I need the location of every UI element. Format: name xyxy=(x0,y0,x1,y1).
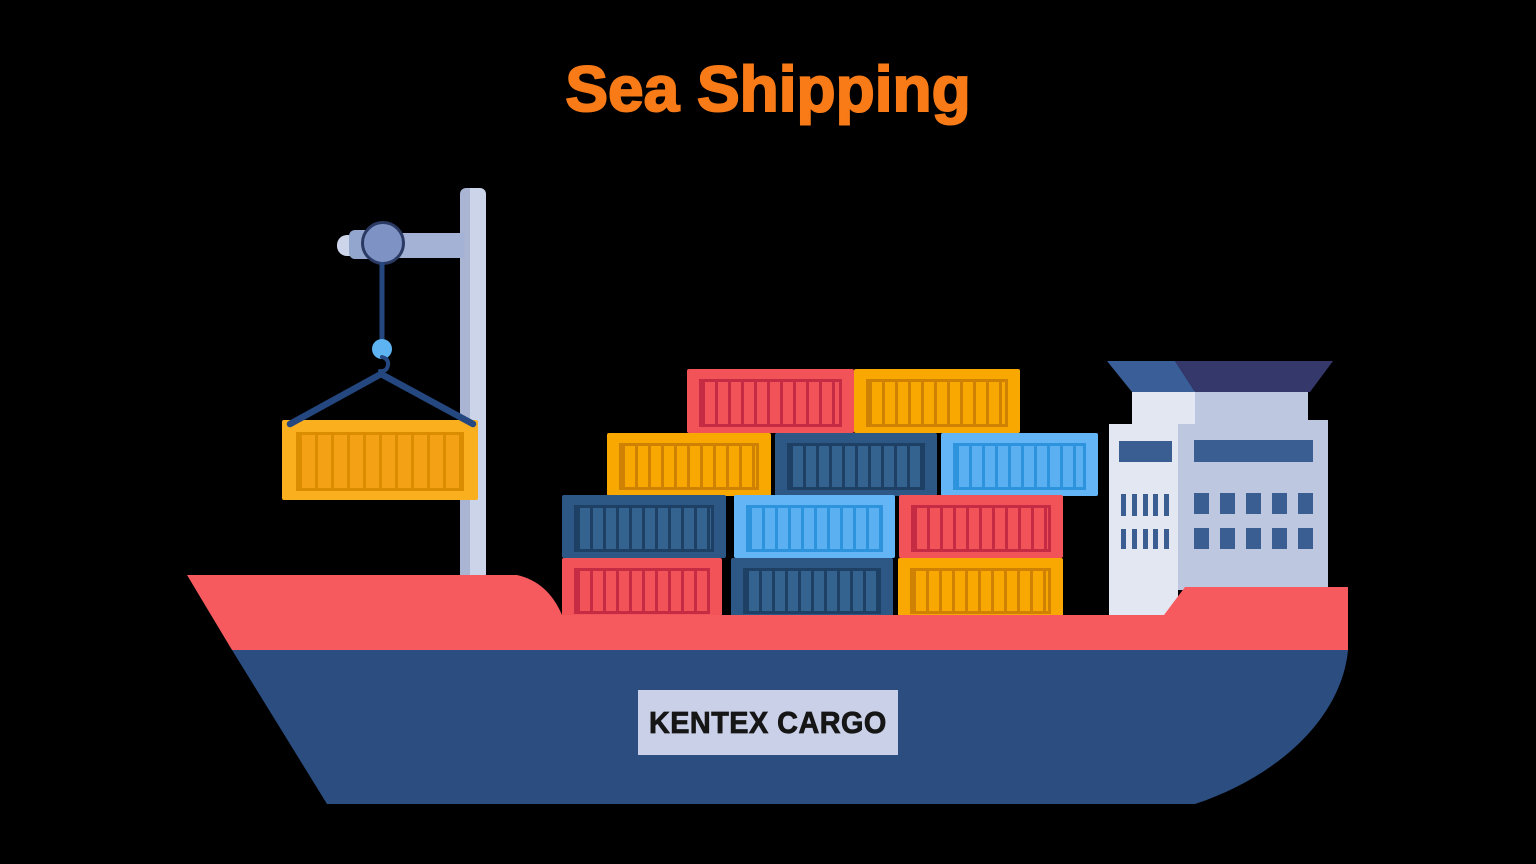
slat-window xyxy=(1142,529,1148,549)
slat-window xyxy=(1131,494,1137,516)
slat-window xyxy=(1164,494,1169,516)
page-title: Sea Shipping xyxy=(564,53,971,125)
bridge-window-band-left xyxy=(1119,441,1172,462)
container-ribs xyxy=(787,443,925,490)
slat-window xyxy=(1142,494,1148,516)
cargo-container-dblue xyxy=(562,495,726,558)
crane-arm-mid-cylinder xyxy=(349,230,376,259)
square-window xyxy=(1246,493,1261,514)
bridge-square-window-row xyxy=(1194,493,1313,514)
container-ribs xyxy=(911,505,1051,552)
cargo-container-red xyxy=(562,558,722,620)
hull-deck-red xyxy=(187,575,1348,650)
square-window xyxy=(1272,493,1287,514)
slat-window xyxy=(1121,494,1126,516)
container-ribs xyxy=(619,443,759,490)
cargo-container-orange xyxy=(607,433,771,496)
crane-cable xyxy=(379,262,385,342)
container-ribs xyxy=(699,379,842,427)
ship-name-sign: KENTEX CARGO xyxy=(638,690,898,755)
square-window xyxy=(1194,493,1209,514)
crane-post xyxy=(460,188,486,580)
cargo-container-amber xyxy=(282,420,478,500)
square-window xyxy=(1298,493,1313,514)
cargo-container-lblue xyxy=(734,495,895,558)
bridge-slat-window-row xyxy=(1121,529,1169,549)
bridge-roof-left xyxy=(1107,361,1195,392)
crane-arm xyxy=(360,233,464,258)
square-window xyxy=(1298,528,1313,549)
bridge-square-window-row xyxy=(1194,528,1313,549)
slat-window xyxy=(1164,529,1169,549)
container-ribs xyxy=(746,505,883,552)
container-ribs xyxy=(296,432,464,491)
crane-arm-end-cap xyxy=(337,235,369,256)
crane-hook xyxy=(378,355,391,374)
cargo-container-red xyxy=(687,369,854,433)
cargo-container-lblue xyxy=(941,433,1098,496)
slat-window xyxy=(1153,529,1159,549)
container-ribs xyxy=(953,443,1086,490)
bridge-roof-right xyxy=(1175,361,1333,392)
cargo-container-orange xyxy=(898,558,1063,620)
bridge-block xyxy=(1178,391,1328,590)
bridge-slat-window-row xyxy=(1121,494,1169,516)
square-window xyxy=(1220,493,1235,514)
slat-window xyxy=(1121,529,1126,549)
cargo-container-dblue xyxy=(731,558,893,620)
slat-window xyxy=(1153,494,1159,516)
crane-ball xyxy=(372,339,392,359)
cargo-container-dblue xyxy=(775,433,937,496)
container-ribs xyxy=(574,505,714,552)
bridge-window-band-right xyxy=(1194,440,1313,462)
ship-name-text: KENTEX CARGO xyxy=(649,704,887,740)
square-window xyxy=(1246,528,1261,549)
container-ribs xyxy=(574,568,710,614)
crane-pulley xyxy=(361,221,405,265)
cargo-container-red xyxy=(899,495,1063,558)
container-ribs xyxy=(910,568,1051,614)
square-window xyxy=(1194,528,1209,549)
square-window xyxy=(1272,528,1287,549)
cargo-container-orange xyxy=(854,369,1020,433)
container-ribs xyxy=(866,379,1008,427)
lift-rope-left xyxy=(286,370,385,428)
square-window xyxy=(1220,528,1235,549)
slat-window xyxy=(1131,529,1137,549)
lift-rope-right xyxy=(377,370,477,428)
container-ribs xyxy=(743,568,881,614)
